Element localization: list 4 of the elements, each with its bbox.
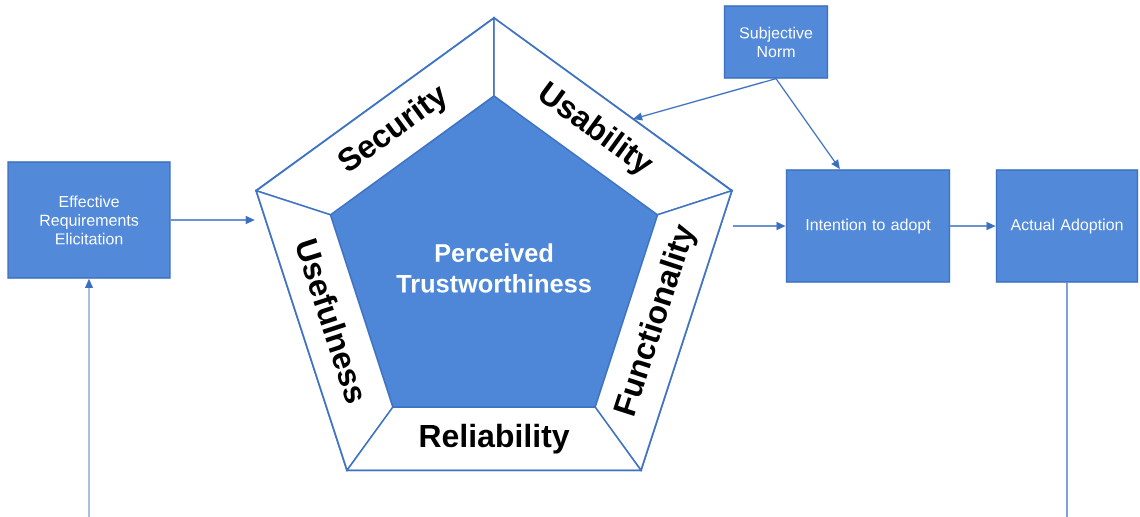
process-box: Subjective Norm (723, 5, 829, 79)
process-box: Intention to adopt (785, 169, 951, 283)
process-box: Actual Adoption (995, 169, 1139, 283)
process-box: Effective Requirements Elicitation (7, 161, 171, 279)
